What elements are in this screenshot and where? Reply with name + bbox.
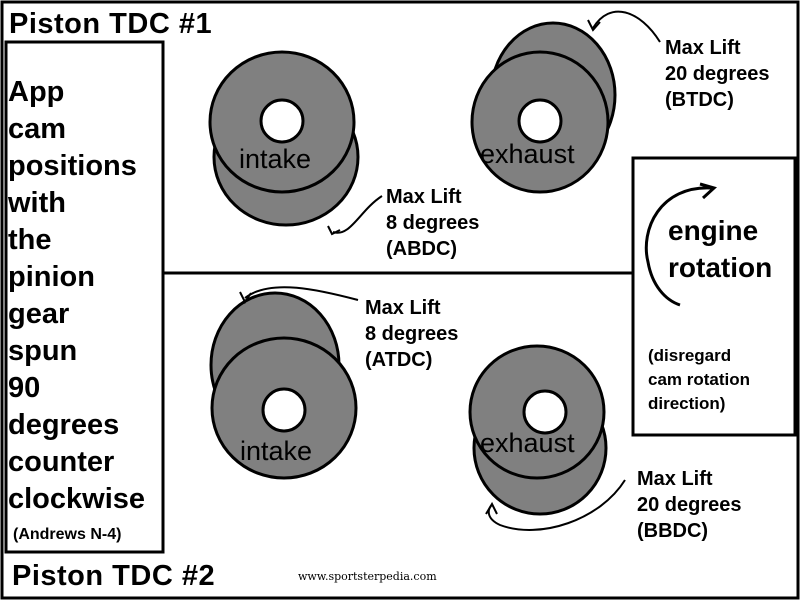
max-lift-line: 8 degrees [365,323,459,345]
rotation-note: (disregard cam rotation direction) [648,344,750,416]
max-lift-line: (BTDC) [665,89,734,111]
arrowhead [587,19,601,32]
max-lift-line: Max Lift [386,186,462,208]
bottom-header: Piston TDC #2 [12,560,216,592]
arrow-bottom-exhaust [487,479,626,531]
top-exhaust-label: exhaust [480,139,575,169]
side-panel-box [4,40,165,554]
max-lift-line: (ABDC) [386,238,458,260]
pointer-arrows [239,10,718,531]
top-exhaust-max-lift: Max Lift 20 degrees (BTDC) [665,35,770,113]
rotation-note-line: cam rotation [648,370,751,389]
side-line: with [8,187,66,219]
max-lift-line: 20 degrees [665,63,770,85]
top-exhaust-cam [470,21,617,194]
side-line: gear [8,298,70,330]
side-panel-note: (Andrews N-4) [13,526,122,543]
side-line: counter [8,446,115,478]
bottom-intake-max-lift: Max Lift 8 degrees (ATDC) [365,295,458,373]
cam-bore [522,389,568,435]
bottom-intake-label: intake [240,436,313,466]
arrowhead [699,182,718,200]
top-intake-label: intake [239,144,312,174]
side-line: clockwise [8,483,146,515]
rotation-panel-box [631,156,797,437]
bottom-exhaust-label: exhaust [480,428,575,458]
max-lift-line: Max Lift [665,37,741,59]
arrow-top-intake [332,195,383,234]
max-lift-line: Max Lift [637,468,713,490]
arrowhead [239,291,252,304]
rotation-title-line: engine [668,215,759,246]
side-line: App [8,76,65,108]
arrowhead [485,501,498,515]
side-panel-text: App cam positions with the pinion gear s… [8,74,145,518]
side-line: the [8,224,52,256]
bottom-exhaust-cam [468,344,608,516]
side-line: 90 [8,372,41,404]
side-line: degrees [8,409,120,441]
max-lift-line: 8 degrees [386,212,480,234]
rotation-title-line: rotation [668,252,773,283]
arrow-bottom-intake [244,286,359,301]
top-intake-max-lift: Max Lift 8 degrees (ABDC) [386,184,479,262]
side-line: pinion [8,261,95,293]
side-line: spun [8,335,78,367]
cam-bore [261,387,307,433]
engine-rotation-arrow [644,186,713,307]
arrow-top-exhaust [592,10,661,43]
max-lift-line: Max Lift [365,297,441,319]
side-line: positions [8,150,137,182]
engine-rotation-title: engine rotation [668,212,772,286]
cam-bore [259,98,305,144]
watermark: www.sportsterpedia.com [298,570,437,583]
max-lift-line: 20 degrees [637,494,742,516]
side-line: cam [8,113,67,145]
rotation-note-line: (disregard [648,346,732,365]
bottom-intake-cam [209,291,358,480]
arrowhead [327,225,341,236]
max-lift-line: (BBDC) [637,520,709,542]
top-intake-cam [208,50,360,227]
max-lift-line: (ATDC) [365,349,433,371]
cam-bore [517,98,563,144]
bottom-exhaust-max-lift: Max Lift 20 degrees (BBDC) [637,466,742,544]
top-header: Piston TDC #1 [9,8,213,40]
rotation-note-line: direction) [648,394,726,413]
